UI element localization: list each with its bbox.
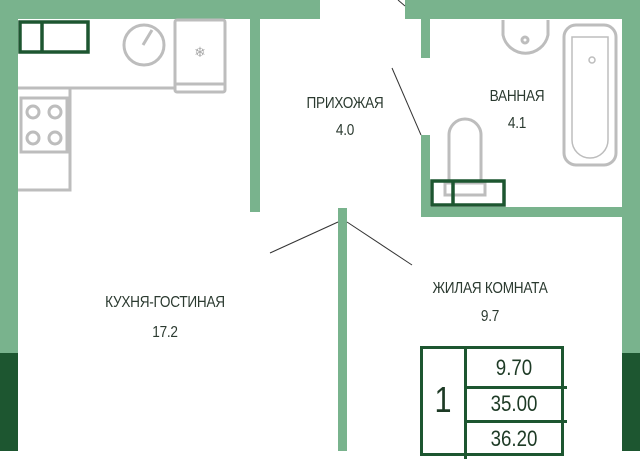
room-name: ПРИХОЖАЯ xyxy=(306,95,384,112)
kitchen-counter xyxy=(18,86,175,192)
room-area: 17.2 xyxy=(152,324,178,341)
summary-table: 1 9.70 35.00 36.20 xyxy=(420,346,567,459)
bath-sink-icon xyxy=(501,20,550,55)
door-swing-bath xyxy=(391,67,422,136)
rooms-count: 1 xyxy=(434,379,452,420)
window-right xyxy=(622,353,640,451)
room-name: КУХНЯ-ГОСТИНАЯ xyxy=(105,294,225,311)
toilet-icon xyxy=(447,117,483,183)
room-bathroom: ВАННАЯ 4.1 xyxy=(470,88,564,133)
room-name: ЖИЛАЯ КОМНАТА xyxy=(432,280,548,297)
room-kitchen-living: КУХНЯ-ГОСТИНАЯ 17.2 xyxy=(84,294,246,342)
total-area: 35.00 xyxy=(490,391,538,416)
wall-bath-bottom xyxy=(421,207,622,217)
wall-bath-lower xyxy=(421,135,430,217)
door-swing-living xyxy=(346,221,413,266)
room-name: ВАННАЯ xyxy=(489,88,545,105)
room-area: 4.0 xyxy=(335,122,355,139)
room-hall: ПРИХОЖАЯ 4.0 xyxy=(290,95,401,140)
snowflake-icon: ❄ xyxy=(194,44,206,60)
wall-top-left xyxy=(0,0,320,19)
fridge-icon xyxy=(173,18,227,94)
wall-right xyxy=(622,0,640,353)
kitchen-sink-icon xyxy=(122,23,166,67)
wall-kitchen-hall xyxy=(250,18,260,212)
wall-left xyxy=(0,0,18,353)
wall-top-right xyxy=(405,0,640,19)
room-area: 4.1 xyxy=(507,115,527,132)
room-bedroom: ЖИЛАЯ КОМНАТА 9.7 xyxy=(418,280,563,326)
living-area: 9.70 xyxy=(495,355,533,380)
kitchen-window-sill xyxy=(18,20,90,54)
room-area: 9.7 xyxy=(480,308,500,325)
stove-icon xyxy=(19,96,69,154)
wall-living-partition xyxy=(338,208,347,451)
bathtub-icon xyxy=(562,23,618,167)
bath-cabinet xyxy=(430,179,506,207)
wall-bath-upper xyxy=(421,18,430,58)
door-swing-kitchen xyxy=(269,221,339,254)
window-left xyxy=(0,353,18,451)
total-area-with-balcony: 36.20 xyxy=(490,426,538,451)
